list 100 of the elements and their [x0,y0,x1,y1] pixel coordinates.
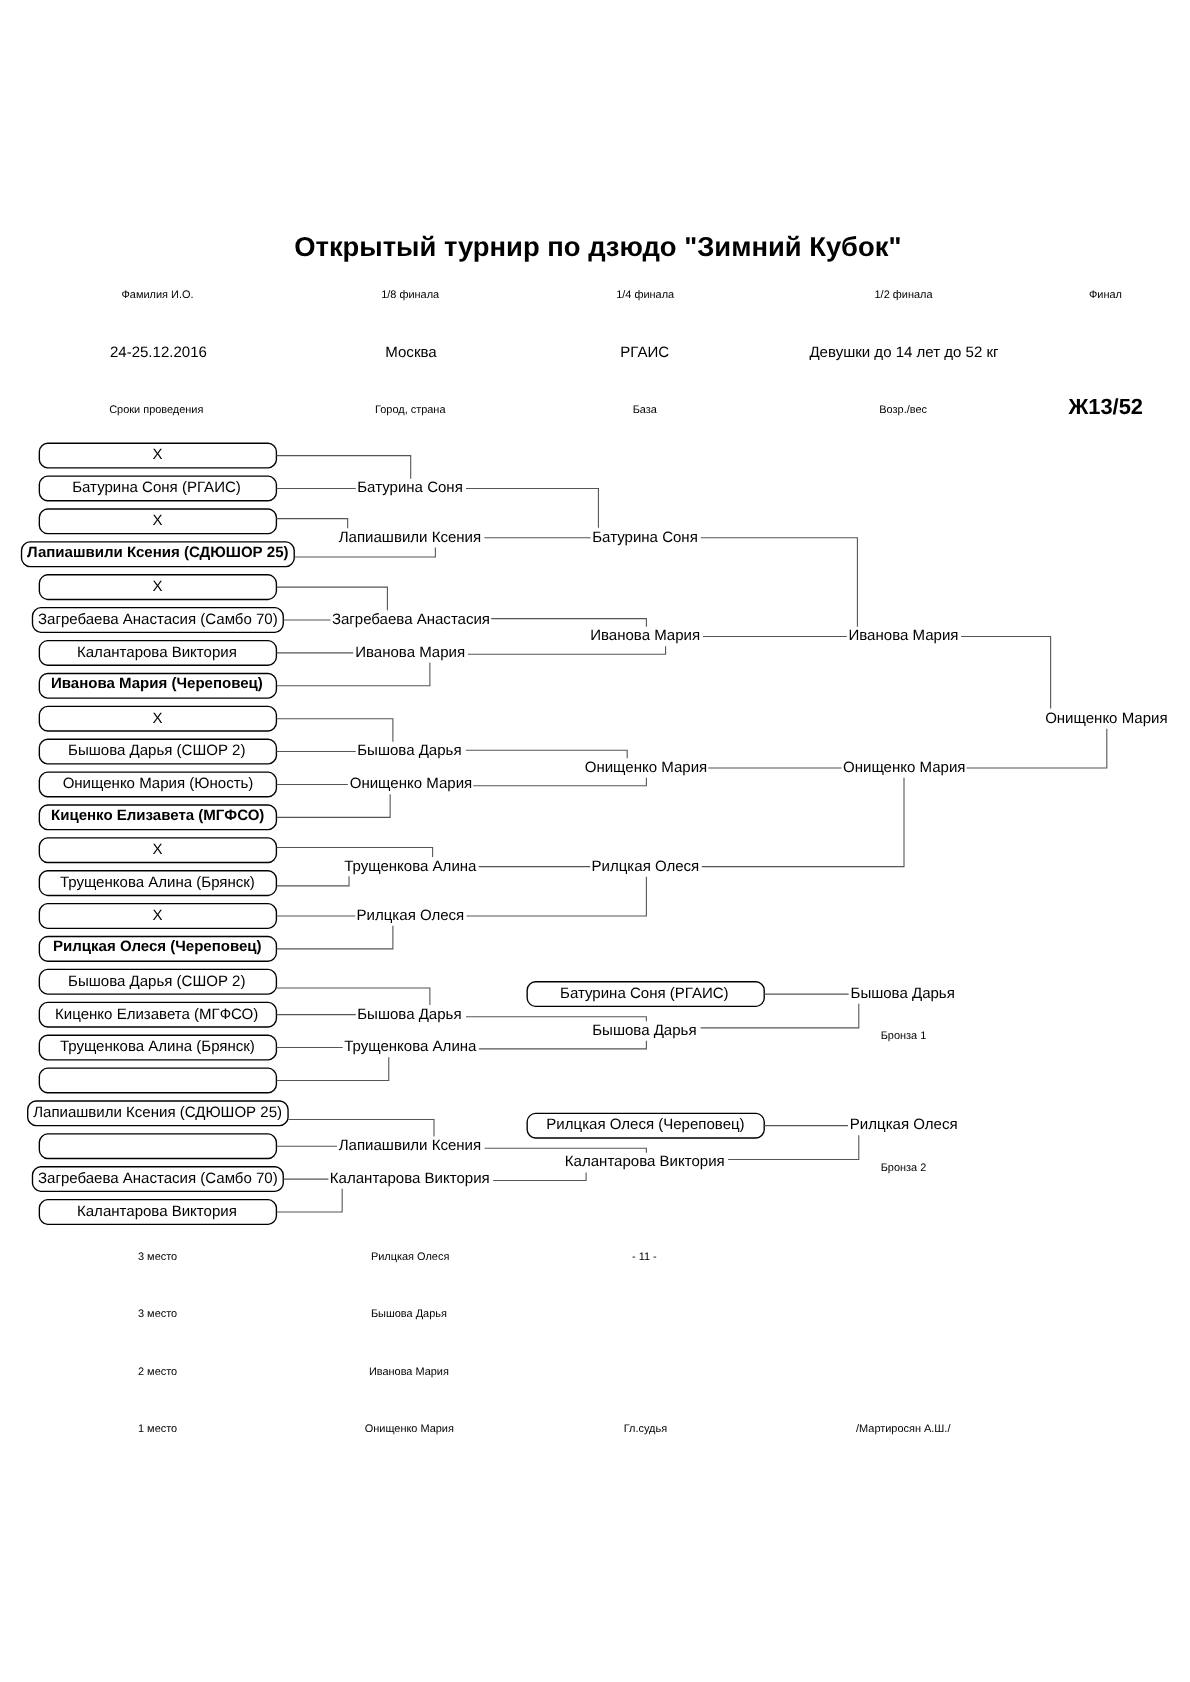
connector [275,924,394,949]
connector [276,845,434,857]
node-text: Трущенкова Алина [344,1036,477,1055]
node-text: Батурина Соня [592,526,698,545]
node-text: Калантарова Виктория [564,1151,725,1170]
node-box: Бышова Дарья (СШОР 2) [38,967,278,994]
connector [700,1002,860,1028]
label: Девушки до 14 лет до 52 кг [809,341,999,360]
connector [275,1013,357,1015]
node-text: Иванова Мария [848,625,959,644]
node-text: Загребаева Анастасия [331,608,491,627]
connector [701,776,905,867]
connector [275,517,349,528]
node-box: Калантарова Виктория [38,1197,278,1224]
connector [700,536,858,627]
node-text: Бышова Дарья [357,1003,462,1022]
connector [276,1055,390,1080]
node-box: Иванова Мария (Череповец) [38,671,278,698]
connector [484,1146,647,1153]
node-box: Батурина Соня (РГАИС) [526,980,765,1007]
connector [276,986,431,1005]
node-box: Загребаева Анастасия (Самбо 70) [31,606,284,633]
connector [465,486,599,528]
connector [467,644,667,654]
node-text: Бышова Дарья [357,740,462,759]
node-box: Киценко Елизавета (МГФСО) [38,803,278,830]
node-box: Бышова Дарья (СШОР 2) [38,737,278,764]
label: 24-25.12.2016 [109,341,207,360]
node-text: Калантарова Виктория [329,1167,490,1186]
node-text: Лапиашвили Ксения [338,1135,482,1154]
connector [276,661,431,686]
connector [283,618,332,620]
connector [275,717,394,742]
node-box [38,1066,278,1093]
node-box: Загребаева Анастасия (Самбо 70) [31,1165,284,1192]
node-box: Трущенкова Алина (Брянск) [38,1033,278,1060]
node-box: Онищенко Мария (Юность) [38,770,278,797]
connector [960,634,1052,709]
connector [287,1117,435,1137]
node-box: X [38,573,278,600]
connector [276,1187,343,1212]
node-box: Рилцкая Олеся (Череповец) [38,934,278,961]
node-text: Онищенко Мария [584,756,708,775]
connector [478,865,591,867]
connector [490,617,647,627]
node-box: X [38,441,278,468]
node-text: Онищенко Мария [349,773,473,792]
node-text: Батурина Соня [357,477,463,496]
node-text: Бышова Дарья [592,1019,697,1038]
node-text: Трущенкова Алина [344,855,477,874]
node-box: Трущенкова Алина (Брянск) [38,869,278,896]
connector [707,766,843,768]
node-box: Калантарова Виктория [38,638,278,665]
connector [275,1144,338,1146]
label: Москва [385,341,437,360]
node-box: Батурина Соня (РГАИС) [38,474,278,501]
connector [478,1039,647,1049]
connector [466,875,647,916]
node-box: X [38,901,278,928]
node-box: Рилцкая Олеся (Череповец) [526,1111,765,1138]
connector [727,1133,860,1159]
connector [465,748,628,758]
connector [465,1015,647,1021]
connector [275,486,357,489]
node-box: X [38,704,278,731]
connector [275,782,349,784]
connector [283,1177,329,1179]
connector [763,992,850,994]
node-box: X [38,507,278,534]
connector [275,750,357,752]
connector [472,776,647,786]
node-text: Рилцкая Олеся [849,1114,958,1133]
connector [763,1124,849,1126]
connector [294,545,436,557]
node-box: Киценко Елизавета (МГФСО) [38,1000,278,1027]
label: Ж13/52 [1068,395,1144,420]
node-text: Иванова Мария [590,625,701,644]
connector [275,914,356,916]
node-box [38,1132,278,1159]
node-text: Рилцкая Олеся [356,904,465,923]
node-text: Лапиашвили Ксения [338,526,482,545]
connector [965,727,1108,768]
connector [483,536,592,538]
node-box: Лапиашвили Ксения (СДЮШОР 25) [20,540,295,567]
connector [492,1170,587,1180]
connector [702,634,848,636]
node-text: Онищенко Мария [1045,707,1168,726]
node-box: Лапиашвили Ксения (СДЮШОР 25) [27,1099,289,1126]
connector [275,1046,344,1048]
node-text: Онищенко Мария [843,756,966,775]
node-box: X [38,836,278,863]
connector [276,792,391,817]
node-text: Иванова Мария [355,641,466,660]
label: РГАИС [620,341,670,360]
diagram-title: Открытый турнир по дзюдо "Зимний Кубок" [294,230,902,261]
node-text: Рилцкая Олеся [591,855,700,874]
node-text: Бышова Дарья [850,982,955,1001]
connector [275,651,354,653]
connector [275,454,412,479]
connector [276,874,350,886]
